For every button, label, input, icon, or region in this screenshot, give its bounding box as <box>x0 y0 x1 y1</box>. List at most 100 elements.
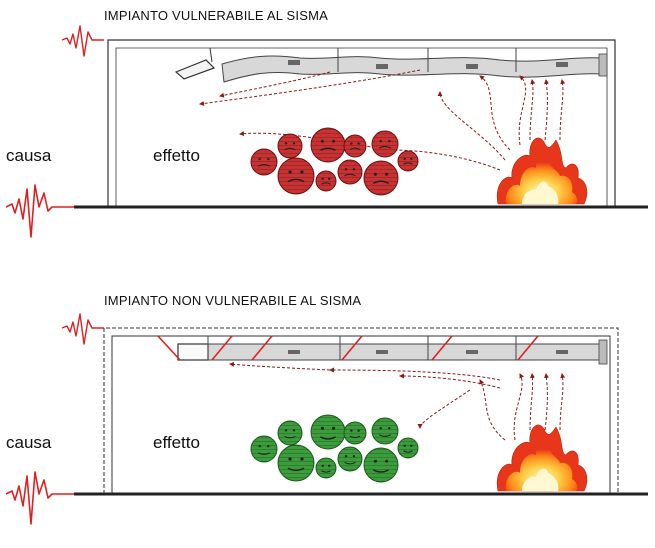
person-face-icon <box>277 444 315 482</box>
face-eye <box>379 426 382 430</box>
face-mouth <box>284 147 296 151</box>
smoke-flow-icon <box>199 69 421 106</box>
face-hatch <box>251 149 277 175</box>
smoke-flow-icon <box>513 373 525 441</box>
face-mouth <box>373 469 389 473</box>
person-face-icon <box>363 160 399 196</box>
smoke-flow-icon <box>399 373 501 389</box>
face-eye <box>344 455 348 458</box>
face-eye <box>403 157 406 160</box>
duct-grille <box>556 62 568 67</box>
face-hatch <box>344 135 366 157</box>
cause-label: causa <box>6 433 52 452</box>
smoke-flow-icon <box>239 131 391 151</box>
building-inner-outline <box>115 47 608 207</box>
face-eye <box>284 142 288 145</box>
smoke-flow-icon <box>479 75 511 151</box>
face-eye <box>357 142 360 145</box>
face-hatch <box>251 436 277 462</box>
face-eye <box>320 139 324 143</box>
person-face-icon <box>277 157 315 195</box>
face-mouth <box>403 450 413 453</box>
smoke-flow-icon <box>544 79 550 141</box>
smoke-flow-icon <box>529 79 536 141</box>
seismic-wave-icon <box>61 313 104 345</box>
fire-flame-inner <box>522 468 559 491</box>
face-eye <box>373 459 377 463</box>
person-face-icon <box>363 447 399 483</box>
face-hatch <box>311 128 345 162</box>
smoke-flow-icon <box>437 91 506 161</box>
face-eye <box>388 139 391 143</box>
face-eye <box>352 455 356 458</box>
person-face-icon <box>343 421 367 445</box>
person-face-icon <box>337 446 363 472</box>
smoke-flow-icon <box>417 389 471 429</box>
face-mouth <box>344 173 356 177</box>
face-eye <box>267 157 270 161</box>
person-face-icon <box>277 420 303 446</box>
face-eye <box>350 142 353 145</box>
face-mouth <box>320 436 336 440</box>
face-mouth <box>344 462 356 465</box>
person-face-icon <box>315 457 337 479</box>
face-eye <box>385 459 389 463</box>
face-mouth <box>349 147 361 150</box>
person-face-icon <box>310 414 346 450</box>
smoke-flow-icon <box>219 71 331 98</box>
duct-grille <box>376 64 388 69</box>
person-face-icon <box>397 437 419 459</box>
face-eye <box>352 168 356 171</box>
duct-grille <box>466 64 478 69</box>
effect-label: effetto <box>153 146 200 165</box>
face-mouth <box>321 182 331 185</box>
face-eye <box>379 139 382 143</box>
seismic-brace <box>517 335 539 361</box>
smoke-flow-icon <box>559 79 566 141</box>
face-mouth <box>349 435 361 439</box>
smoke-flow-icon <box>544 373 549 431</box>
person-face-icon <box>250 435 278 463</box>
face-eye <box>292 142 296 145</box>
face-hatch <box>278 421 302 445</box>
scenario-title: IMPIANTO VULNERABILE AL SISMA <box>104 8 328 23</box>
face-mouth <box>320 147 336 151</box>
smoke-flow-icon <box>529 373 535 431</box>
face-eye <box>373 172 377 176</box>
face-hatch <box>398 438 418 458</box>
seismic-brace <box>157 335 181 361</box>
face-mouth <box>258 163 270 167</box>
face-eye <box>328 177 331 180</box>
face-hatch <box>344 422 366 444</box>
face-eye <box>258 157 261 161</box>
face-mouth <box>258 452 270 455</box>
face-eye <box>328 464 331 467</box>
face-hatch <box>338 447 362 471</box>
face-eye <box>288 170 292 174</box>
hanger-rod <box>209 47 213 63</box>
face-mouth <box>287 178 305 183</box>
building-outline <box>107 39 616 207</box>
seismic-wave-icon <box>61 25 104 57</box>
effect-label: effetto <box>153 433 200 452</box>
face-hatch <box>311 415 345 449</box>
face-hatch <box>316 171 336 191</box>
seismic-brace <box>341 335 363 361</box>
face-eye <box>300 457 304 461</box>
duct-end-cap <box>598 53 608 77</box>
face-eye <box>320 426 324 430</box>
face-eye <box>344 168 348 171</box>
scenario-non-vulnerable <box>5 313 648 525</box>
face-eye <box>403 444 406 447</box>
duct-icon <box>221 55 603 83</box>
person-face-icon <box>277 133 303 159</box>
face-mouth <box>379 145 391 149</box>
face-eye <box>258 444 261 448</box>
fire-flame-core <box>505 441 578 491</box>
face-eye <box>385 172 389 176</box>
diffuser-icon <box>177 343 209 361</box>
face-hatch <box>372 418 398 444</box>
seismic-brace <box>251 335 273 361</box>
face-eye <box>350 429 353 432</box>
